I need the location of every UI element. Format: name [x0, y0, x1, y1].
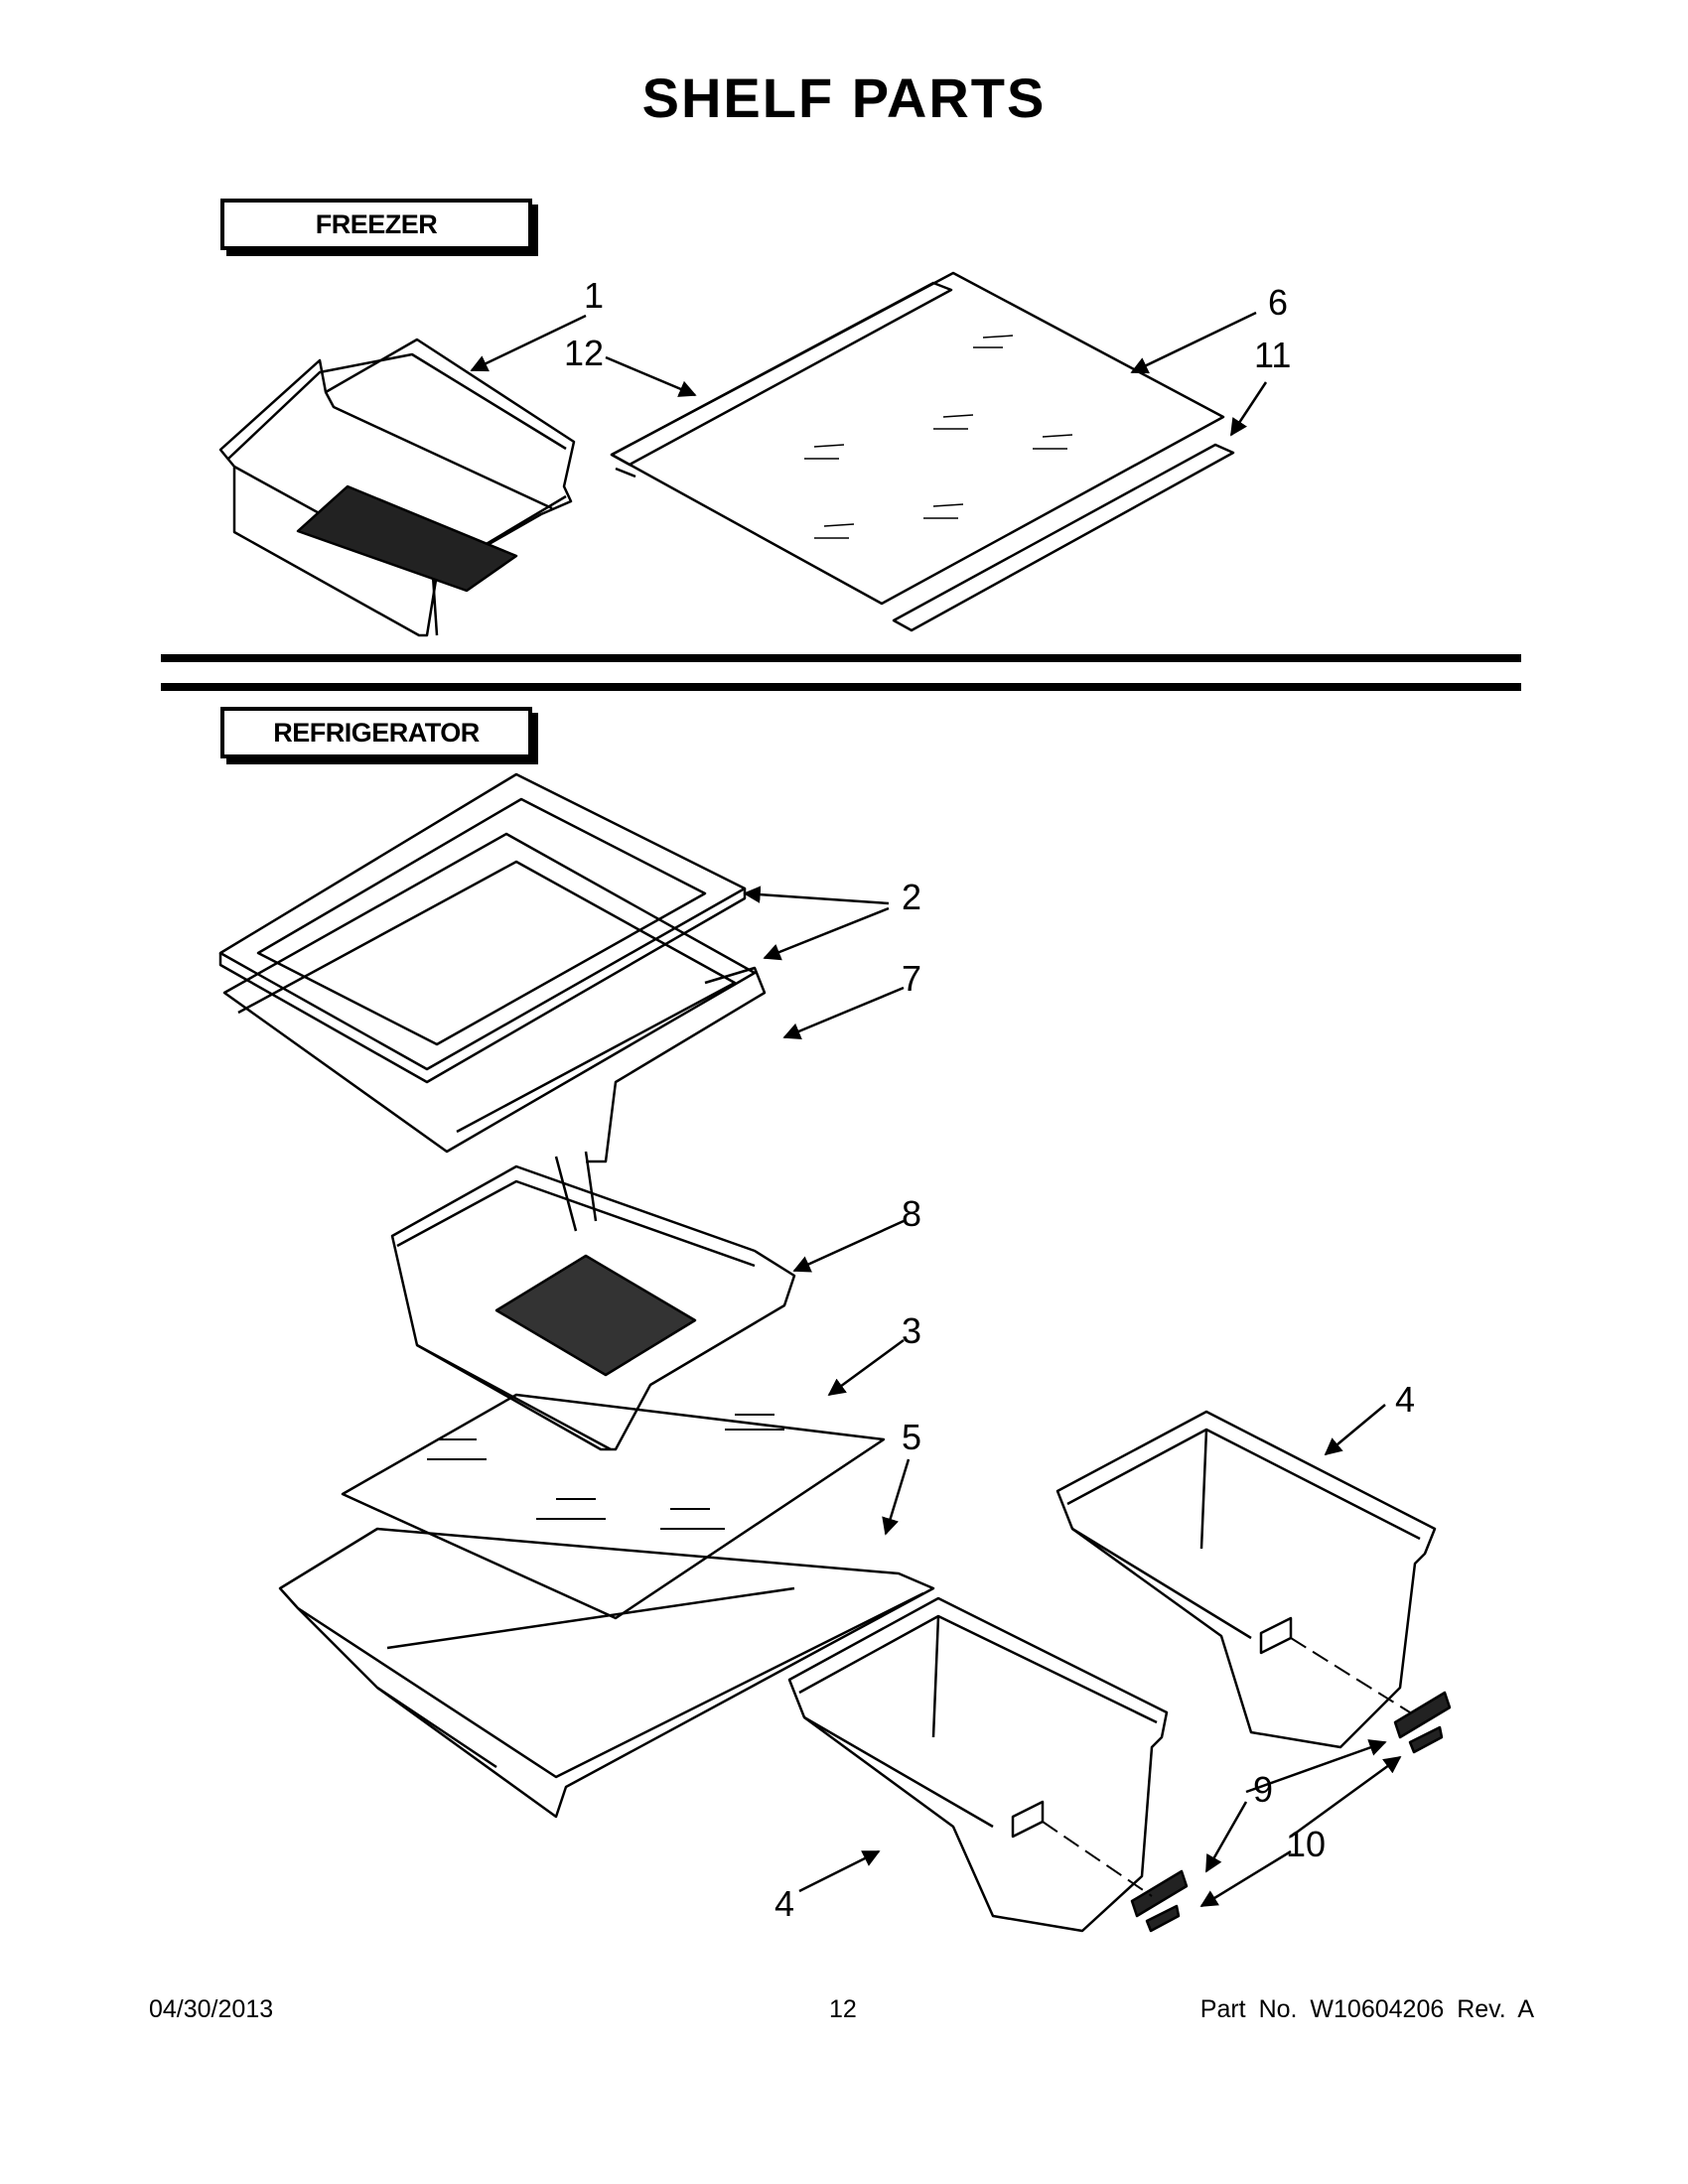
- refrigerator-crisper-drawer: [390, 1151, 796, 1451]
- freezer-rail-left: [610, 281, 953, 478]
- callout-7: 7: [902, 958, 922, 999]
- callout-1: 1: [584, 275, 605, 316]
- section-divider-top: [161, 654, 1521, 662]
- callout-8: 8: [902, 1193, 922, 1234]
- callout-4-right: 4: [1395, 1379, 1416, 1420]
- refrigerator-shelf-cover: [218, 772, 767, 1163]
- callout-2: 2: [902, 877, 922, 917]
- pan-clip-lower: [1130, 1869, 1189, 1933]
- refrigerator-pan-left: [787, 1596, 1169, 1933]
- callout-10: 10: [1286, 1824, 1327, 1864]
- footer-part-number: Part No. W10604206 Rev. A: [1199, 1995, 1534, 2023]
- callout-4-left: 4: [774, 1883, 795, 1924]
- refrigerator-section-label: REFRIGERATOR: [220, 707, 532, 758]
- pan-clip-upper: [1393, 1691, 1452, 1754]
- refrigerator-shelf-frame: [278, 1527, 935, 1819]
- section-divider-bottom: [161, 683, 1521, 691]
- freezer-section-label: FREEZER: [220, 199, 532, 250]
- callout-9: 9: [1253, 1769, 1274, 1810]
- callout-5: 5: [902, 1417, 922, 1457]
- footer-page-number: 12: [829, 1995, 857, 2023]
- callout-3: 3: [902, 1310, 922, 1351]
- callout-12: 12: [564, 333, 605, 373]
- callout-11: 11: [1254, 335, 1292, 375]
- page-title: SHELF PARTS: [641, 67, 1047, 129]
- footer-date: 04/30/2013: [149, 1995, 274, 2023]
- refrigerator-pan-right: [1055, 1410, 1437, 1749]
- freezer-basket: [218, 338, 576, 637]
- freezer-rail-right: [892, 443, 1235, 632]
- callout-6: 6: [1268, 282, 1289, 323]
- freezer-glass-shelf: [610, 271, 1225, 606]
- refrigerator-glass-shelf: [341, 1393, 886, 1620]
